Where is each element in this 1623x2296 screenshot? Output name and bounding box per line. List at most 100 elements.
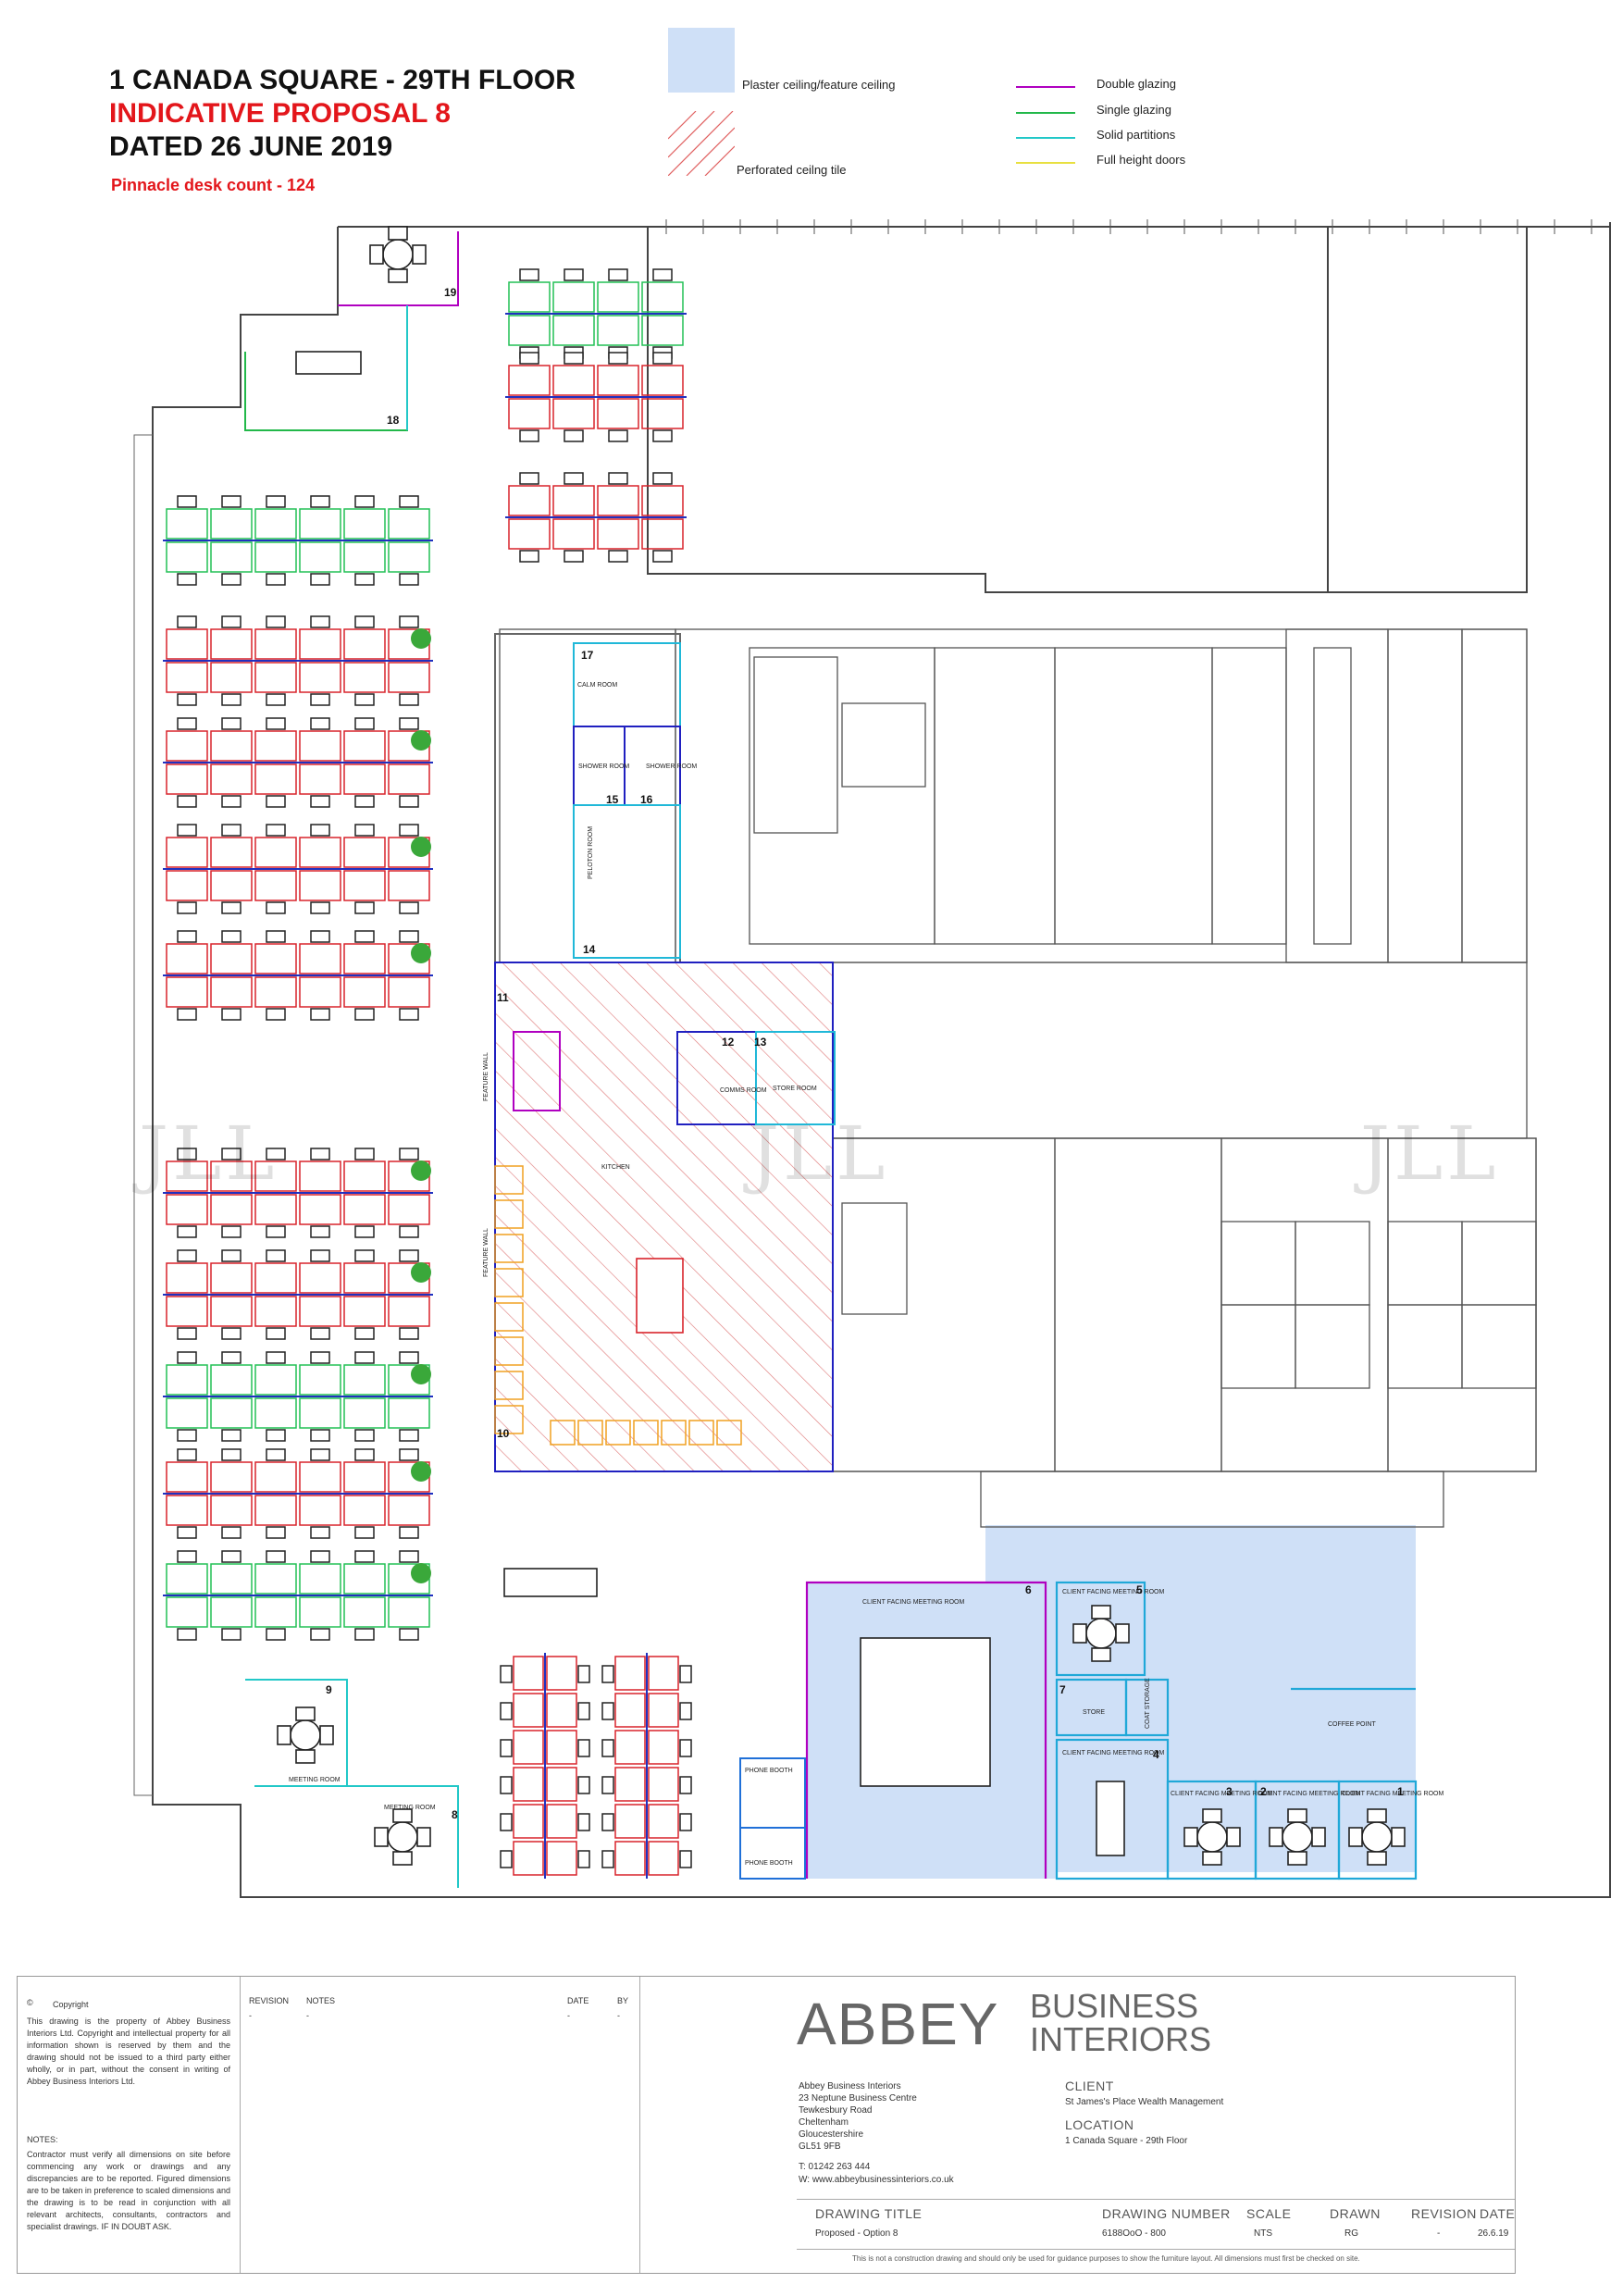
chair [399, 1008, 419, 1021]
label-coat-storage: COAT STORAGE [1145, 1678, 1151, 1729]
chair [608, 268, 628, 281]
chair [601, 1850, 614, 1868]
chair [266, 1448, 286, 1461]
red-desk-bank [166, 763, 208, 795]
red-desk-bank [513, 1730, 544, 1765]
round-table [382, 239, 414, 270]
client-value: St James's Place Wealth Management [1065, 2097, 1224, 2107]
chair [399, 901, 419, 914]
chair [519, 352, 539, 365]
chair [177, 1448, 197, 1461]
chair [177, 1327, 197, 1340]
chair [310, 824, 330, 837]
red-desk-bank [299, 837, 341, 868]
red-desk-bank [254, 870, 297, 901]
company-web[interactable]: W: www.abbeybusinessinteriors.co.uk [799, 2175, 954, 2185]
room-number-2: 2 [1260, 1785, 1267, 1798]
chair [608, 550, 628, 563]
green-desk-bank [299, 541, 341, 573]
chair [679, 1739, 692, 1757]
red-desk-bank [343, 1194, 386, 1225]
red-desk-bank [166, 1495, 208, 1526]
red-desk-bank [343, 1160, 386, 1192]
copyright-symbol: © [27, 1998, 33, 2007]
red-desk-bank [597, 518, 639, 550]
red-desk-bank [166, 837, 208, 868]
chair [1367, 1808, 1387, 1823]
label-client-meeting-1: CLIENT FACING MEETING ROOM [1342, 1791, 1443, 1797]
red-desk-bank [343, 1461, 386, 1493]
chair [1115, 1623, 1130, 1644]
revision-value: - [1437, 2228, 1441, 2239]
chair [679, 1850, 692, 1868]
red-desk-bank [546, 1767, 577, 1802]
chair [399, 1327, 419, 1340]
red-desk-bank [210, 1461, 253, 1493]
notes-label: NOTES: [27, 2135, 58, 2144]
chair [564, 352, 584, 365]
logo-interiors: INTERIORS [1030, 2020, 1212, 2058]
green-desk-bank [343, 1596, 386, 1628]
chair [266, 495, 286, 508]
chair [310, 1628, 330, 1641]
revisions-column: REVISION NOTES DATE BY - - - - [240, 1977, 640, 2273]
chair [679, 1665, 692, 1683]
green-desk-bank [508, 281, 551, 313]
green-desk-bank [299, 1596, 341, 1628]
red-desk-bank [546, 1730, 577, 1765]
chair [221, 930, 242, 943]
kitchen-table [636, 1258, 684, 1334]
red-desk-bank [254, 763, 297, 795]
chair [177, 824, 197, 837]
red-desk-bank [343, 662, 386, 693]
logo-business: BUSINESS [1030, 1987, 1199, 2025]
red-desk-bank [299, 1160, 341, 1192]
red-desk-bank [299, 662, 341, 693]
legend: Plaster ceiling/feature ceiling Perforat… [666, 28, 1499, 185]
red-desk-bank [343, 837, 386, 868]
red-desk-bank [552, 485, 595, 516]
proposal-title: INDICATIVE PROPOSAL 8 [109, 98, 451, 129]
chair [399, 1225, 419, 1238]
label-calm-room: CALM ROOM [577, 682, 617, 689]
red-desk-bank [597, 398, 639, 429]
red-desk-bank [343, 763, 386, 795]
room-number-7: 7 [1059, 1683, 1066, 1696]
room-number-8: 8 [452, 1808, 458, 1821]
chair [295, 1749, 316, 1764]
plant-icon [411, 1364, 431, 1384]
address-line-2: 23 Neptune Business Centre [799, 2093, 917, 2104]
chair [266, 824, 286, 837]
chair [399, 717, 419, 730]
green-desk-bank [210, 1563, 253, 1595]
plant-icon [411, 1262, 431, 1283]
chair [266, 1008, 286, 1021]
label-coffee-point: COFFEE POINT [1328, 1721, 1376, 1728]
chair [679, 1776, 692, 1794]
label-phone-booth-a: PHONE BOOTH [745, 1768, 793, 1774]
address-line-3: Tewkesbury Road [799, 2105, 873, 2116]
chair [221, 1628, 242, 1641]
green-desk-bank [343, 541, 386, 573]
kitchen-booth [494, 1302, 524, 1332]
chair [577, 1665, 590, 1683]
plant-icon [411, 628, 431, 649]
chair [221, 717, 242, 730]
room-number-5: 5 [1136, 1583, 1143, 1596]
chair [519, 550, 539, 563]
abbey-logo-text: ABBEY [797, 1991, 999, 2057]
label-client-meeting-5: CLIENT FACING MEETING ROOM [1062, 1589, 1164, 1595]
green-desk-bank [166, 1364, 208, 1396]
chair [221, 1249, 242, 1262]
red-desk-bank [614, 1656, 646, 1691]
red-desk-bank [614, 1693, 646, 1728]
chair [177, 795, 197, 808]
red-desk-bank [614, 1804, 646, 1839]
chair [310, 1550, 330, 1563]
green-desk-bank [254, 1596, 297, 1628]
chair [177, 1351, 197, 1364]
chair [310, 1327, 330, 1340]
chair [500, 1813, 513, 1831]
red-desk-bank [388, 662, 430, 693]
red-desk-bank [254, 1194, 297, 1225]
